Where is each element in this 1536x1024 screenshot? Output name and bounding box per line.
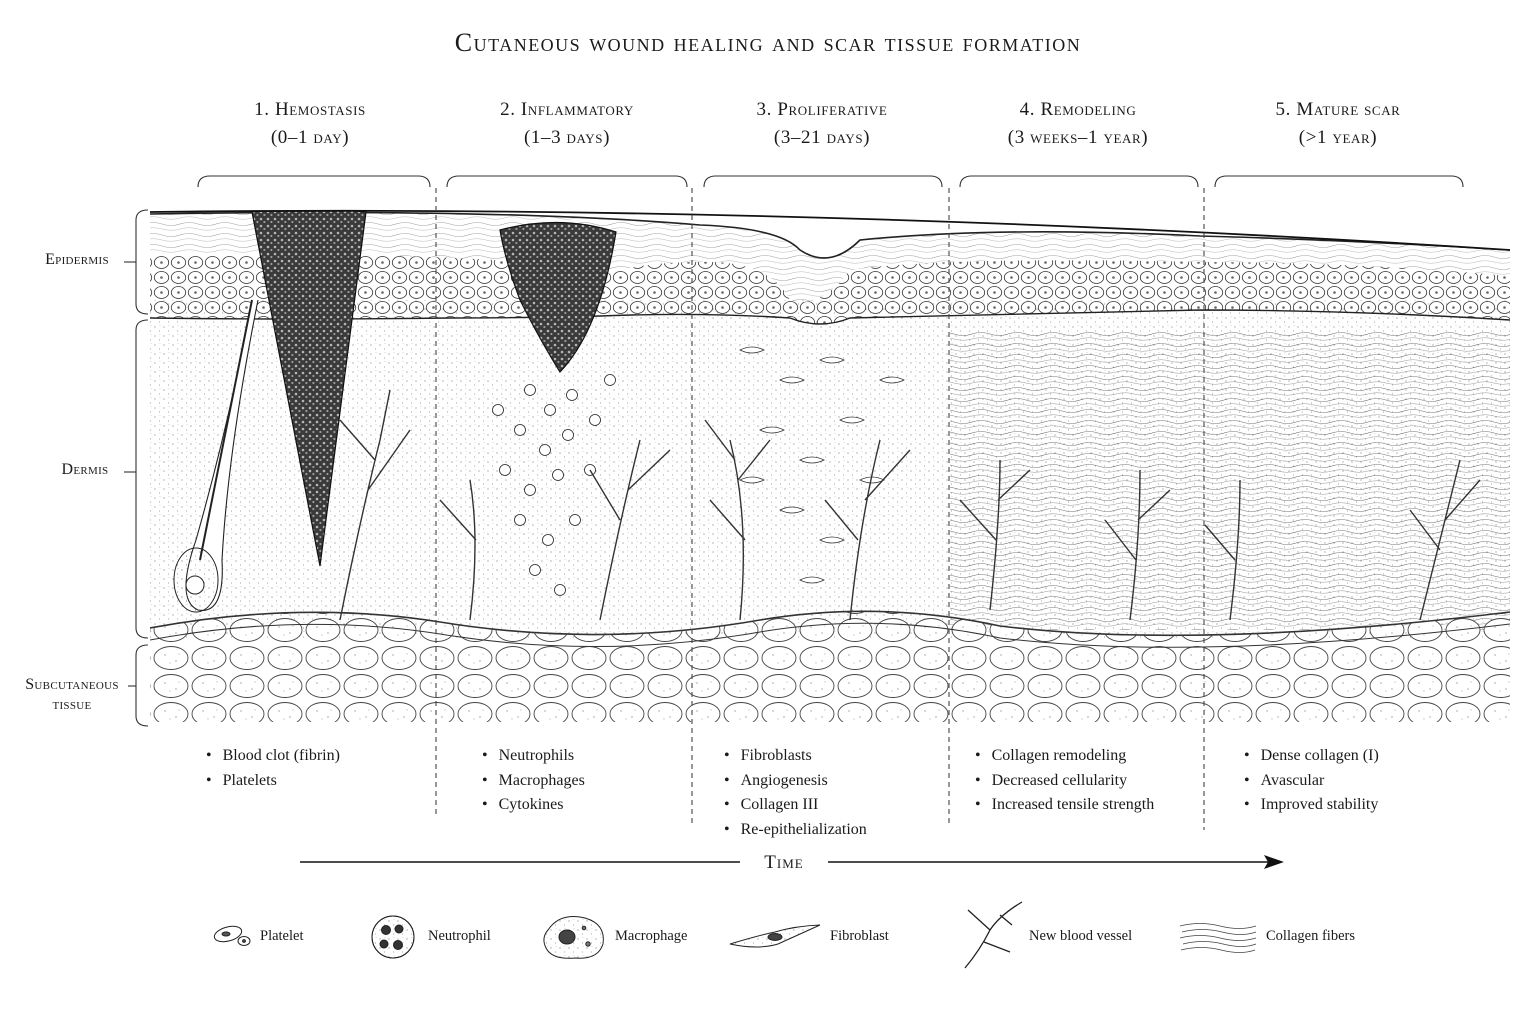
bullet-item: Platelets: [206, 769, 340, 794]
stage-duration: (>1 year): [1298, 127, 1378, 148]
bullet-item: Avascular: [1244, 769, 1379, 794]
stage-duration: (0–1 day): [270, 127, 350, 148]
bullet-item: Decreased cellularity: [975, 769, 1154, 794]
stage-bracket: [1214, 175, 1464, 188]
stage-bracket: [703, 175, 943, 188]
tissue-cross-section: [150, 210, 1510, 722]
bullet-item: Re-epithelialization: [724, 818, 867, 843]
bullet-item: Macrophages: [482, 769, 585, 794]
legend-label-collagen: Collagen fibers: [1266, 928, 1355, 944]
legend-label-neutrophil: Neutrophil: [428, 928, 491, 944]
time-label: Time: [740, 852, 828, 874]
epidermis-label: Epidermis: [45, 251, 109, 268]
blood-vessels: [339, 389, 1481, 621]
platelet-icon: [213, 925, 251, 946]
legend-label-blood-vessel: New blood vessel: [1029, 928, 1133, 944]
stage-duration: (1–3 days): [523, 127, 611, 148]
bullet-item: Angiogenesis: [724, 769, 867, 794]
bullet-item: Cytokines: [482, 793, 585, 818]
epidermis-cell-layer: [150, 254, 1510, 324]
stage-number: 3.: [756, 99, 772, 120]
neutrophil-icon: [371, 915, 415, 959]
epidermis-brace: [135, 209, 149, 315]
stage-bracket: [197, 175, 431, 188]
bullet-item: Improved stability: [1244, 793, 1379, 818]
hair-follicle: [173, 299, 259, 613]
stage-header: 5. Mature scar (>1 year): [1213, 96, 1463, 152]
subcutaneous-label-line: tissue: [52, 696, 92, 713]
stage-bracket: [959, 175, 1199, 188]
stage-header: 2. Inflammatory (1–3 days): [442, 96, 692, 152]
dermis-label: Dermis: [61, 461, 109, 478]
fibroblast-icon: [729, 924, 821, 948]
stage-number: 5.: [1275, 99, 1291, 120]
bullet-item: Collagen III: [724, 793, 867, 818]
bullet-item: Neutrophils: [482, 744, 585, 769]
blood-vessel-icon: [964, 901, 1023, 969]
fibroblast-cells: [739, 346, 905, 584]
stage-header: 3. Proliferative (3–21 days): [697, 96, 947, 152]
subcutaneous-brace: [135, 644, 149, 727]
macrophage-icon: [543, 916, 604, 959]
scab: [499, 221, 617, 373]
stage-header: 4. Remodeling (3 weeks–1 year): [953, 96, 1203, 152]
stage-number: 4.: [1019, 99, 1036, 120]
stage-number: 1.: [254, 99, 270, 120]
stage-number: 2.: [500, 99, 516, 120]
stage-name: Inflammatory: [520, 99, 634, 120]
legend-label-platelet: Platelet: [260, 928, 304, 944]
bullet-item: Blood clot (fibrin): [206, 744, 340, 769]
collagen-fibers-icon: [1179, 923, 1257, 953]
stage-name: Remodeling: [1040, 99, 1137, 120]
collagen-region: [950, 330, 1510, 630]
stage-brackets: [197, 175, 1464, 188]
stage-bullets: Dense collagen (I) Avascular Improved st…: [1244, 744, 1379, 818]
dermis-brace: [135, 319, 149, 639]
stage-name: Mature scar: [1296, 99, 1401, 120]
bullet-item: Increased tensile strength: [975, 793, 1155, 818]
stage-dividers: [435, 188, 1205, 830]
stage-bracket: [446, 175, 688, 188]
layer-braces: [124, 209, 149, 727]
stage-bullets: Fibroblasts Angiogenesis Collagen III Re…: [724, 744, 867, 842]
stage-header: 1. Hemostasis (0–1 day): [185, 96, 435, 152]
bullet-item: Dense collagen (I): [1244, 744, 1379, 769]
bullet-item: Fibroblasts: [724, 744, 867, 769]
stage-duration: (3 weeks–1 year): [1007, 127, 1149, 148]
subcutaneous-label: Subcutaneous tissue: [8, 675, 136, 715]
blood-clot: [251, 210, 367, 567]
stage-bullets: Collagen remodeling Decreased cellularit…: [975, 744, 1155, 818]
subcutaneous-label-line: Subcutaneous: [25, 676, 119, 693]
legend-label-macrophage: Macrophage: [615, 928, 688, 944]
stage-bullets: Neutrophils Macrophages Cytokines: [482, 744, 585, 818]
neutrophil-cells: [492, 374, 616, 596]
stage-bullets: Blood clot (fibrin) Platelets: [206, 744, 340, 793]
stage-name: Proliferative: [777, 99, 888, 120]
stage-duration: (3–21 days): [773, 127, 871, 148]
legend-label-fibroblast: Fibroblast: [830, 928, 889, 944]
stage-name: Hemostasis: [274, 99, 366, 120]
diagram-title: Cutaneous wound healing and scar tissue …: [454, 28, 1082, 57]
bullet-item: Collagen remodeling: [975, 744, 1154, 769]
